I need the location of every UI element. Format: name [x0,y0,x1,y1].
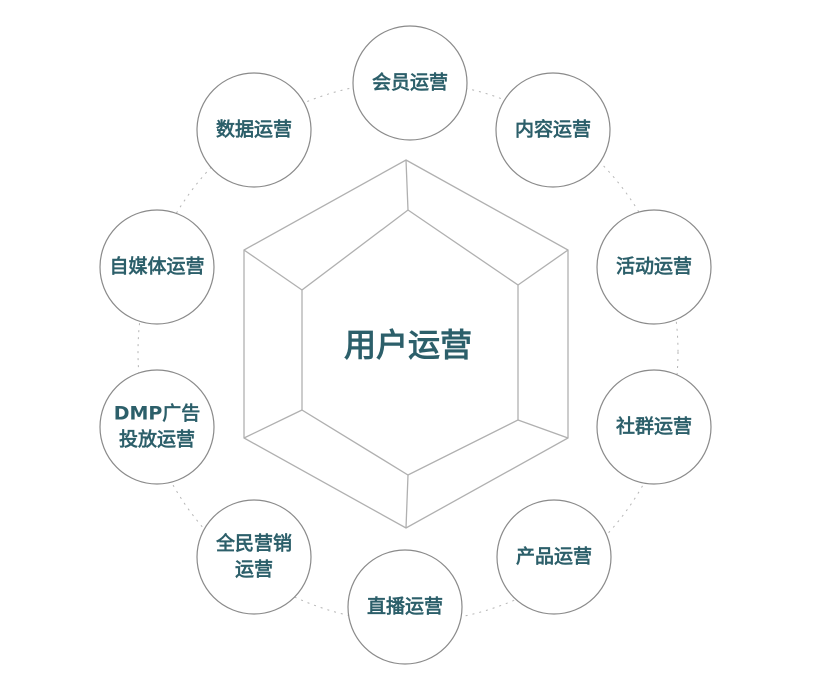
node-circle-member [352,25,468,141]
hexagon-edge-4 [405,474,409,529]
node-label-member: 会员运营 [372,71,448,94]
node-member: 会员运营 [352,25,468,141]
node-label-allpeople-1: 全民营销 [215,532,292,555]
hexagon-edge-6 [243,249,303,291]
node-selfmedia: 自媒体运营 [99,209,215,325]
node-livestream: 直播运营 [347,549,463,665]
node-label-dmp-1: DMP广告 [114,402,201,425]
node-circle-dmp [99,369,215,485]
node-circle-allpeople [196,499,312,615]
node-label-content: 内容运营 [515,118,591,141]
node-activity: 活动运营 [596,209,712,325]
node-circle-community [596,369,712,485]
node-circle-livestream [347,549,463,665]
node-label-product: 产品运营 [516,545,592,568]
node-label-allpeople-2: 运营 [235,558,273,581]
node-circle-data [196,72,312,188]
hexagon-edge-2 [517,249,569,286]
hexagon-edge-1 [405,159,409,211]
hexagon-edge-5 [243,409,303,439]
node-circle-selfmedia [99,209,215,325]
node-data: 数据运营 [196,72,312,188]
center-label: 用户运营 [344,326,472,364]
node-community: 社群运营 [596,369,712,485]
node-label-community: 社群运营 [615,415,692,438]
node-circle-content [495,72,611,188]
node-label-data: 数据运营 [216,118,292,141]
hexagon-frame [243,159,569,529]
node-label-activity: 活动运营 [616,255,692,278]
node-label-dmp-2: 投放运营 [119,428,195,451]
node-content: 内容运营 [495,72,611,188]
node-label-livestream: 直播运营 [367,595,443,618]
node-product: 产品运营 [496,499,612,615]
node-circle-activity [596,209,712,325]
hexagon-edge-3 [517,419,569,439]
dotted-ring [137,81,679,623]
node-label-selfmedia: 自媒体运营 [109,255,204,278]
node-circle-product [496,499,612,615]
